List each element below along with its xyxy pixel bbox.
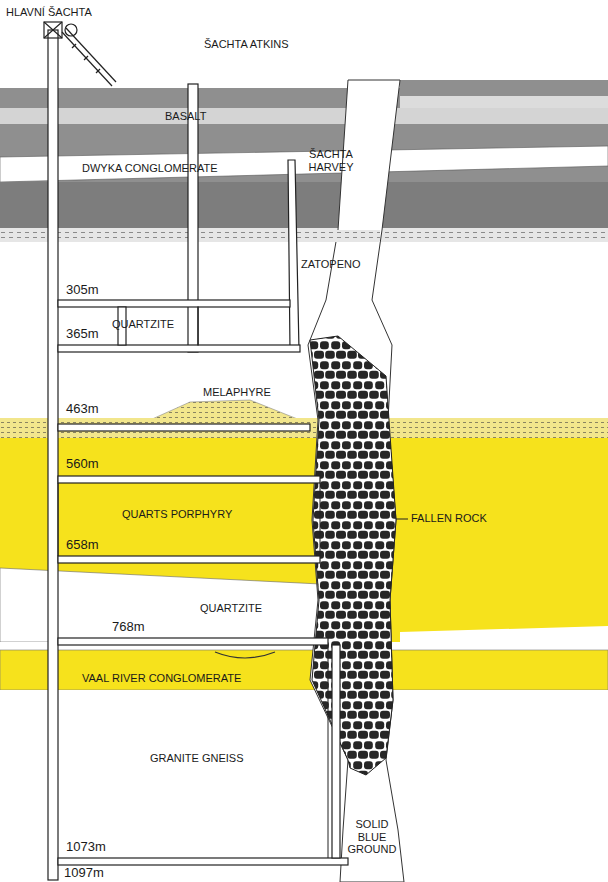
- stratum-label: SOLID BLUE GROUND: [343, 818, 401, 856]
- depth-label: 768m: [112, 620, 145, 635]
- shaft-label: ŠACHTA ATKINS: [204, 38, 289, 51]
- harvey-shaft: [288, 160, 299, 350]
- depth-label: 560m: [66, 457, 99, 472]
- stratum-label: GRANITE GNEISS: [150, 752, 244, 765]
- main-shaft: [48, 30, 58, 880]
- shaft-label: ŠACHTA HARVEY: [301, 148, 361, 173]
- depth-label: 365m: [66, 327, 99, 342]
- fallen-rock: [310, 336, 396, 775]
- atkins-shaft: [188, 84, 198, 352]
- basalt-band: [0, 108, 608, 124]
- stratum-label: ZATOPENO: [301, 258, 361, 271]
- melaphyre-lens: [150, 400, 300, 420]
- headframe: [44, 22, 116, 86]
- dwyka-band: [0, 146, 608, 182]
- grey-stratum: [400, 80, 608, 90]
- grey-stratum: [0, 182, 608, 230]
- melaphyre-band: [0, 418, 608, 438]
- flooded-water: [300, 230, 380, 242]
- band-fold: [215, 652, 275, 658]
- depth-label: 1097m: [64, 866, 104, 881]
- callout-label: FALLEN ROCK: [411, 512, 487, 525]
- depth-label: 305m: [66, 283, 99, 298]
- leader-line: [396, 519, 408, 520]
- depth-label: 463m: [66, 402, 99, 417]
- water-band: [0, 228, 608, 242]
- stratum-label: MELAPHYRE: [203, 386, 271, 399]
- kimberlite-pipe: [308, 80, 404, 882]
- stratum-label: QUARTZITE: [112, 318, 174, 331]
- stratum-label: QUARTZITE: [200, 602, 262, 615]
- grey-stratum: [0, 88, 608, 230]
- level-outlines: [58, 483, 328, 858]
- porphyry-stratum: [0, 438, 608, 645]
- vaal-band: [0, 650, 608, 690]
- stratum-label: BASALT: [165, 110, 206, 123]
- level-tunnels: [58, 300, 348, 865]
- depth-label: 1073m: [66, 840, 106, 855]
- shaft-label: HLAVNÍ ŠACHTA: [6, 6, 92, 19]
- stratum-label: VAAL RIVER CONGLOMERATE: [82, 672, 241, 685]
- rim-band: [400, 96, 608, 108]
- stratum-label: QUARTS PORPHYRY: [122, 508, 232, 521]
- depth-label: 658m: [66, 538, 99, 553]
- stratum-label: DWYKA CONGLOMERATE: [82, 162, 217, 175]
- granite-stratum: [0, 690, 608, 882]
